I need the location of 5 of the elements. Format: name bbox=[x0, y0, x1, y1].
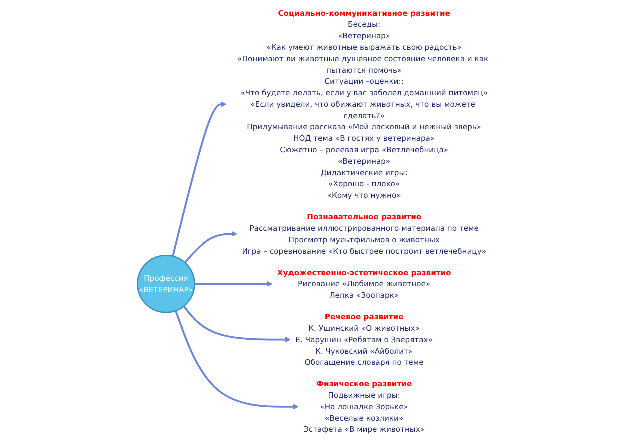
arrow bbox=[172, 102, 227, 257]
arrow bbox=[194, 281, 273, 287]
arrow bbox=[183, 306, 291, 343]
arrow bbox=[175, 310, 299, 410]
arrow bbox=[184, 231, 238, 264]
